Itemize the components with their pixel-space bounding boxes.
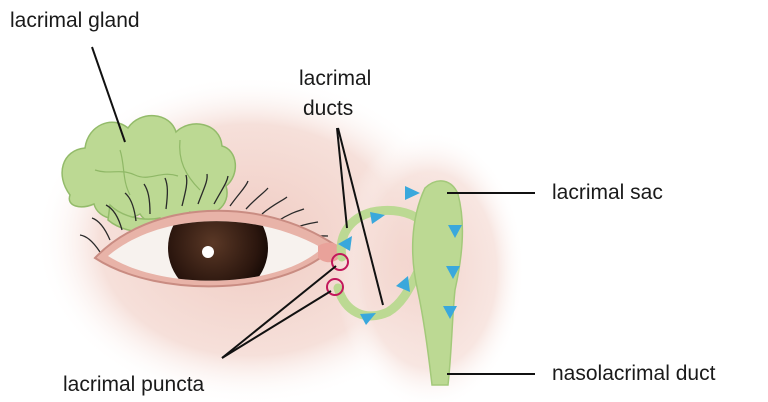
- label-lacrimal-ducts-line2: ducts: [303, 96, 353, 122]
- label-nasolacrimal-duct: nasolacrimal duct: [552, 361, 715, 387]
- label-lacrimal-gland: lacrimal gland: [10, 8, 140, 34]
- label-lacrimal-puncta: lacrimal puncta: [63, 372, 204, 398]
- label-lacrimal-ducts-line1: lacrimal: [299, 66, 371, 92]
- eye-highlight: [202, 246, 214, 258]
- label-lacrimal-sac: lacrimal sac: [552, 180, 663, 206]
